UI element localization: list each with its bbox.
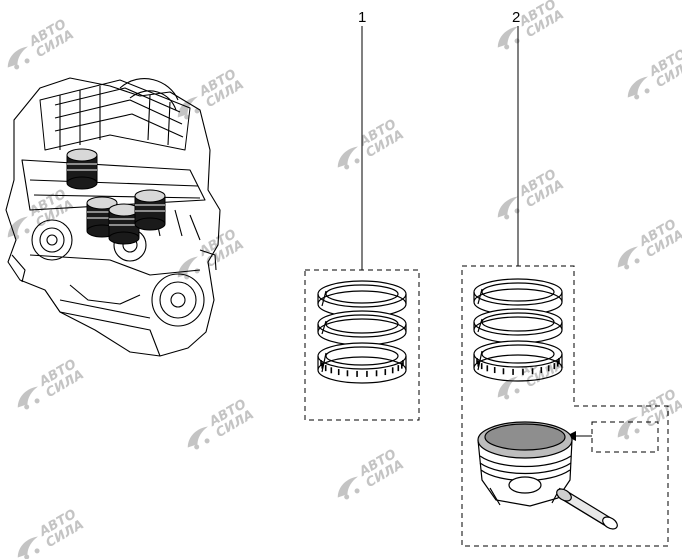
watermark-logo-wheel [24, 58, 30, 64]
watermark-logo-wheel [624, 264, 630, 270]
watermark-logo [17, 536, 38, 558]
watermark-logo-wheel [354, 158, 360, 164]
watermark-logo [337, 476, 358, 498]
callout-1-label: 1 [358, 9, 366, 26]
watermark-logo-wheel [634, 428, 640, 434]
watermark-logo-wheel [644, 88, 650, 94]
watermark-logo [187, 426, 208, 448]
watermark-logo-wheel [634, 258, 640, 264]
watermark-logo [617, 416, 638, 438]
piston-ring-set-1 [317, 280, 407, 384]
watermark-logo-wheel [514, 208, 520, 214]
watermark-logo-wheel [514, 38, 520, 44]
piston-pin [556, 488, 618, 530]
watermark-logo [337, 146, 358, 168]
watermark-logo-wheel [504, 394, 510, 400]
watermark-logo-wheel [204, 438, 210, 444]
engine-piston [66, 148, 98, 190]
watermark-logo [627, 76, 648, 98]
watermark-logo-wheel [34, 398, 40, 404]
piston-ring-set-2 [473, 278, 563, 382]
oil-control-ring [473, 340, 563, 382]
engine-illustration [5, 77, 221, 357]
watermark-logo-wheel [504, 44, 510, 50]
oil-control-ring [317, 342, 407, 384]
reference-dashed-box [591, 421, 659, 453]
watermark-logo-wheel [184, 114, 190, 120]
watermark-logo-wheel [24, 404, 30, 410]
compression-ring-second [317, 310, 407, 346]
watermark-logo-wheel [344, 494, 350, 500]
watermark-logo-wheel [504, 214, 510, 220]
watermark-logo-wheel [344, 164, 350, 170]
watermark-logo [7, 216, 28, 238]
watermark-logo-wheel [514, 388, 520, 394]
engine-piston [134, 189, 166, 231]
callout-2-label: 2 [512, 9, 520, 26]
watermark-logo-wheel [354, 488, 360, 494]
watermark-logo-wheel [24, 554, 30, 559]
watermark-logo-wheel [634, 94, 640, 100]
watermark-logo [17, 386, 38, 408]
watermark-logo-wheel [34, 548, 40, 554]
kit-2-dashed-box [461, 265, 669, 547]
watermark-logo [497, 26, 518, 48]
watermark-logo-wheel [194, 444, 200, 450]
engine-highlighted-pistons [66, 148, 166, 245]
watermark-logo [7, 46, 28, 68]
watermark-logo-wheel [24, 228, 30, 234]
watermark-logo-wheel [14, 64, 20, 70]
compression-ring-second [473, 308, 563, 344]
watermark-logo [497, 376, 518, 398]
compression-ring-top [317, 280, 407, 318]
watermark-logo [617, 246, 638, 268]
kit-1-dashed-box [304, 269, 420, 421]
watermark-logo-wheel [624, 434, 630, 440]
piston [477, 421, 573, 507]
watermark-logo-wheel [194, 108, 200, 114]
watermark-logo [497, 196, 518, 218]
